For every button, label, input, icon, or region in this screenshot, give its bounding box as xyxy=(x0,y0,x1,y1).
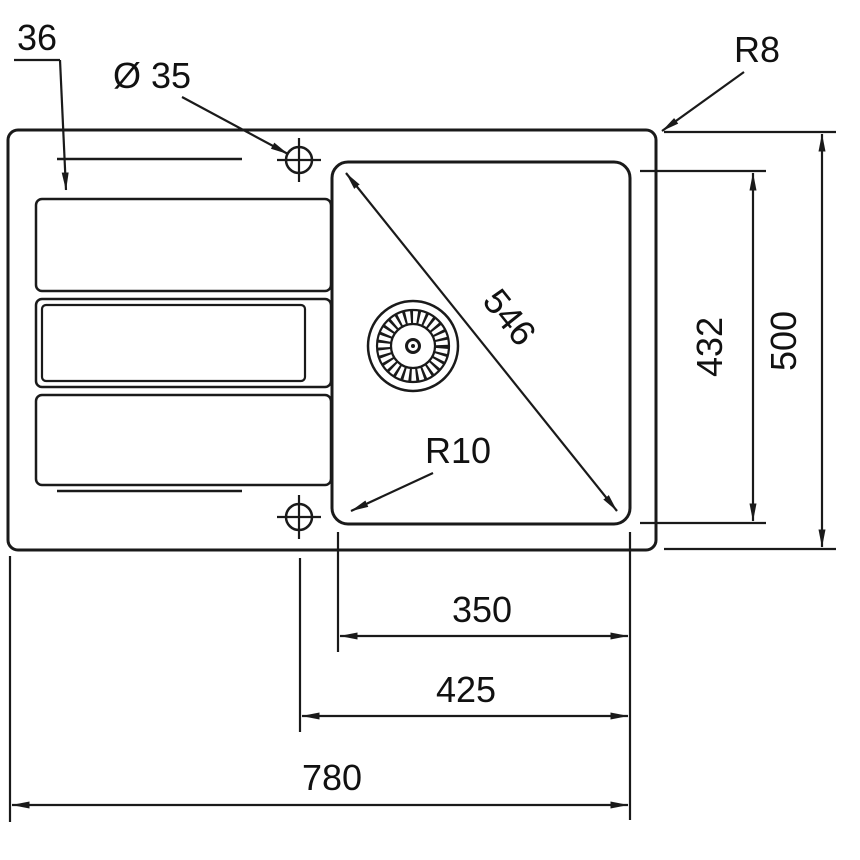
dim-overall-height: 500 xyxy=(664,130,836,551)
tap-hole-top xyxy=(277,138,321,182)
dim-label-ledge: 36 xyxy=(17,17,57,58)
dim-overall-width: 780 xyxy=(8,556,629,822)
dim-bowl-width: 350 xyxy=(336,532,632,820)
dim-tap-hole: Ø 35 xyxy=(113,55,289,155)
dim-outer-radius: R8 xyxy=(661,29,780,132)
dim-label-bowl-radius: R10 xyxy=(425,430,491,471)
drainer-panel-2 xyxy=(34,297,333,389)
tap-hole-bottom xyxy=(277,495,321,539)
bowl xyxy=(330,160,632,526)
drain xyxy=(366,299,460,393)
dim-bowl-offset: 425 xyxy=(298,558,629,732)
sink-outline xyxy=(6,128,658,552)
drain-center-dot xyxy=(411,344,415,348)
drainer-panel-1 xyxy=(34,197,333,293)
dim-label-bowl-offset: 425 xyxy=(436,669,496,710)
drainer-area xyxy=(34,157,333,493)
dim-ledge: 36 xyxy=(14,17,69,191)
dim-bowl-height: 432 xyxy=(640,169,766,525)
dim-label-bowl-width: 350 xyxy=(452,589,512,630)
dim-label-overall-width: 780 xyxy=(302,757,362,798)
dim-label-overall-height: 500 xyxy=(763,311,804,371)
dim-label-bowl-diagonal: 546 xyxy=(475,281,545,354)
dim-bowl-radius: R10 xyxy=(350,430,491,512)
drainer-panel-3 xyxy=(34,393,333,487)
dim-label-bowl-height: 432 xyxy=(689,317,730,377)
dim-label-tap-hole: Ø 35 xyxy=(113,55,191,96)
dim-label-outer-radius: R8 xyxy=(734,29,780,70)
drainer-panel-2-inner xyxy=(40,303,307,383)
